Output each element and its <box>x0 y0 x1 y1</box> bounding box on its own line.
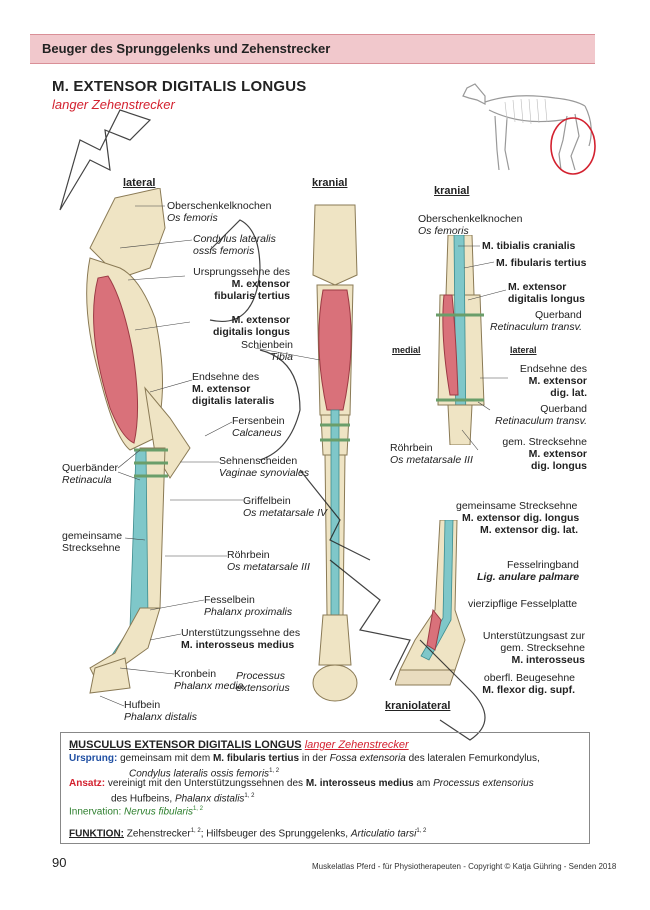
info-ursprung-cont: Condylus lateralis ossis femoris1, 2 <box>129 768 280 780</box>
leader-lines <box>99 205 508 707</box>
label-r-fibularis: M. fibularis tertius <box>496 257 587 269</box>
info-ansatz: Ansatz: vereinigt mit den Unterstützungs… <box>69 778 534 789</box>
section-header-text: Beuger des Sprunggelenks und Zehenstreck… <box>42 41 331 56</box>
view-label-lateral: lateral <box>123 177 156 189</box>
info-ursprung: Ursprung: gemeinsam mit dem M. fibularis… <box>69 753 540 764</box>
horse-skeleton-thumbnail <box>462 83 596 175</box>
hindlimb-highlight-ring <box>550 117 596 175</box>
limb-illustration-lateral <box>86 188 191 694</box>
view-label-medial: medial <box>392 345 421 355</box>
info-heading: MUSCULUS EXTENSOR DIGITALIS LONGUS <box>69 739 302 751</box>
info-funktion: FUNKTION: Zehenstrecker1, 2; Hilfsbeuger… <box>69 828 427 840</box>
view-label-kraniolateral: kraniolateral <box>385 700 451 712</box>
info-innervation: Innervation: Nervus fibularis1, 2 <box>69 806 203 818</box>
label-l-fesselplatte: vierzipflige Fesselplatte <box>468 598 578 610</box>
view-label-kranial: kranial <box>312 177 348 189</box>
page-footer: Muskelatlas Pferd - für Physiotherapeute… <box>312 862 617 871</box>
page-title: M. EXTENSOR DIGITALIS LONGUS <box>52 78 307 95</box>
info-box: MUSCULUS EXTENSOR DIGITALIS LONGUS lange… <box>60 732 590 844</box>
tarsus-illustration-kranial <box>436 235 485 445</box>
info-heading-sub: langer Zehenstrecker <box>304 739 409 751</box>
limb-illustration-cranial <box>312 204 358 702</box>
digit-illustration-kraniolateral <box>395 520 466 686</box>
view-label-kranial-detail: kranial <box>434 185 470 197</box>
view-label-lateral-small: lateral <box>510 345 537 355</box>
info-heading-row: MUSCULUS EXTENSOR DIGITALIS LONGUS lange… <box>69 739 409 751</box>
info-ansatz-cont: des Hufbeins, Phalanx distalis1, 2 <box>111 793 255 805</box>
label-r-tibialis: M. tibialis cranialis <box>482 240 576 252</box>
page-number: 90 <box>52 855 67 870</box>
page-subtitle: langer Zehenstrecker <box>52 97 175 112</box>
section-header: Beuger des Sprunggelenks und Zehenstreck… <box>30 34 595 64</box>
